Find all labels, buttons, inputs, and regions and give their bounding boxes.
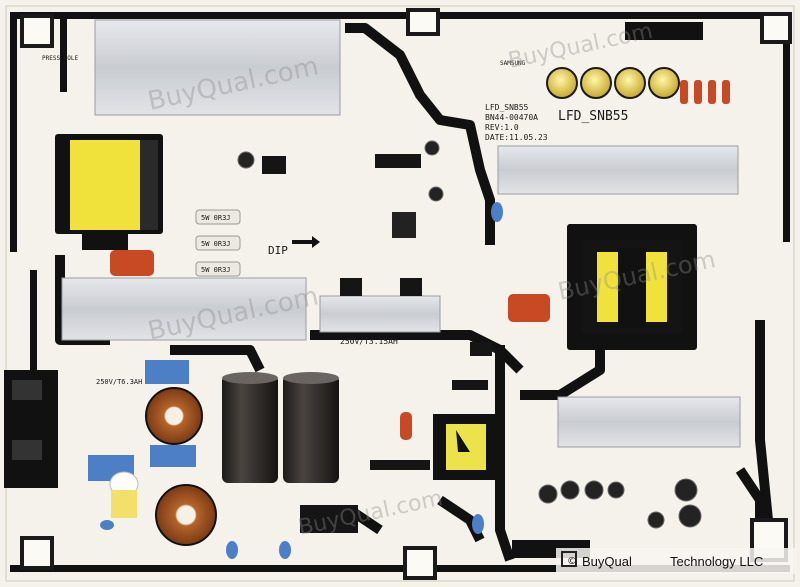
- footer-company: Technology LLC: [670, 554, 763, 569]
- transformer-right: [567, 224, 697, 350]
- ac-inlet: [4, 370, 58, 488]
- resistor-label-2: 5W 0R3J: [201, 240, 231, 248]
- heatsink-right-bottom: [557, 396, 741, 448]
- heatsink-top-left: [94, 19, 341, 116]
- footer-brand-name: BuyQual: [582, 554, 632, 569]
- dip-label: DIP: [268, 244, 288, 257]
- film-capacitors: [88, 250, 550, 481]
- part-line2: BN44-00470A: [485, 113, 538, 122]
- resistor-label-1: 5W 0R3J: [201, 214, 231, 222]
- output-resistors: [680, 80, 730, 104]
- connector-top: [512, 22, 703, 558]
- small-capacitors: [237, 140, 702, 529]
- fuse-label-left: 250V/T6.3AH: [96, 378, 142, 386]
- transformer-left: [55, 134, 163, 250]
- heatsink-right-top: [497, 145, 739, 195]
- power-resistors: [195, 209, 241, 277]
- heatsink-left-mid: [61, 277, 307, 341]
- model-label: LFD_SNB55: [558, 109, 628, 124]
- white-inductor: [109, 471, 139, 518]
- ceramic-capacitors: [100, 202, 503, 559]
- fuse-label: 250V/T3.15AH: [340, 337, 398, 346]
- brand-label: SAMSUNG: [500, 60, 526, 67]
- toroid-inductors: [145, 387, 217, 546]
- rev: REV:1.0: [485, 123, 519, 132]
- date: DATE:11.05.23: [485, 133, 548, 142]
- footer-brand: © BuyQual Technology LLC: [556, 548, 796, 574]
- silkscreen: LFD_SNB55 BN44-00470A REV:1.0 DATE:11.05…: [42, 55, 628, 386]
- transformer-small: [433, 414, 497, 480]
- heatsinks: [61, 19, 741, 448]
- part-line1: LFD_SNB55: [485, 103, 529, 112]
- bulk-capacitors: [222, 372, 339, 483]
- output-capacitors: [546, 67, 680, 99]
- ics: [262, 154, 492, 533]
- press-hole-label: PRESS_HOLE: [42, 55, 79, 62]
- copyright: ©: [567, 556, 577, 567]
- heatsink-center: [319, 295, 441, 333]
- resistor-label-3: 5W 0R3J: [201, 266, 231, 274]
